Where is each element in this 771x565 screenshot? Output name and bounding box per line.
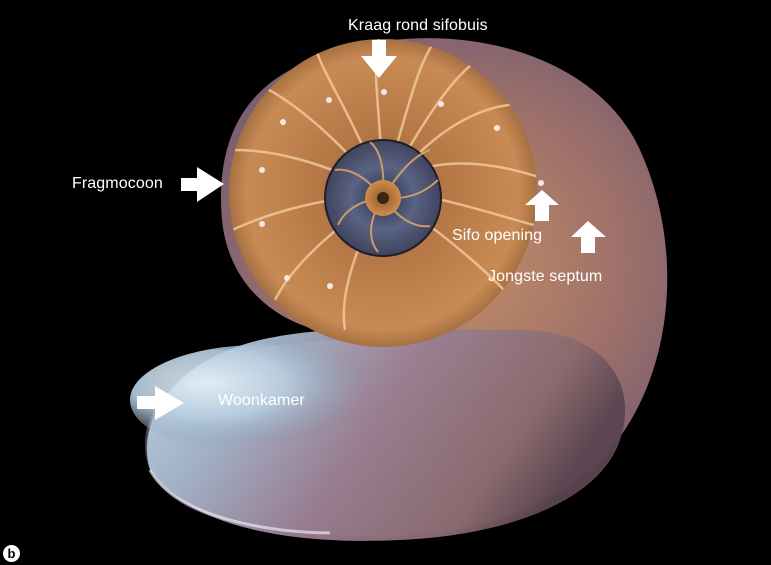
label-jongste-septum: Jongste septum <box>488 269 602 285</box>
label-sifo-opening: Sifo opening <box>452 228 542 244</box>
label-kraag-rond-sifobuis: Kraag rond sifobuis <box>348 18 488 34</box>
label-fragmocoon: Fragmocoon <box>72 176 163 192</box>
panel-letter-badge: b <box>3 545 20 562</box>
arrow-fragmocoon <box>181 167 224 202</box>
label-woonkamer: Woonkamer <box>218 393 305 409</box>
